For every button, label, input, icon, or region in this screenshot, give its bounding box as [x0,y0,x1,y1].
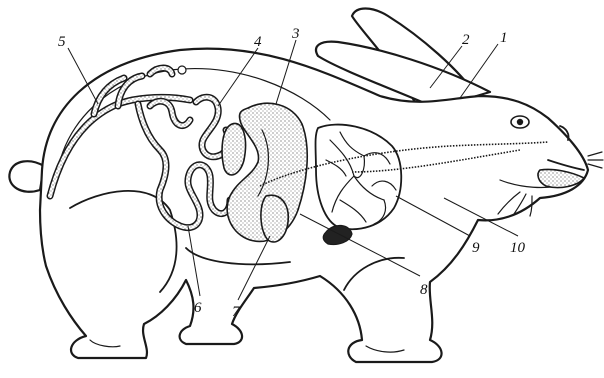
label-10: 10 [510,240,526,256]
eye-icon [511,116,529,128]
label-2: 2 [462,32,470,48]
label-6: 6 [194,300,202,316]
label-5: 5 [58,34,66,50]
vessel-node [178,66,186,74]
label-4: 4 [254,34,262,50]
label-3: 3 [291,26,300,42]
tail [9,161,44,192]
label-8: 8 [420,282,428,298]
kidney [222,123,245,174]
label-9: 9 [472,240,480,256]
label-1: 1 [500,30,508,46]
liver-lobe [261,195,288,242]
